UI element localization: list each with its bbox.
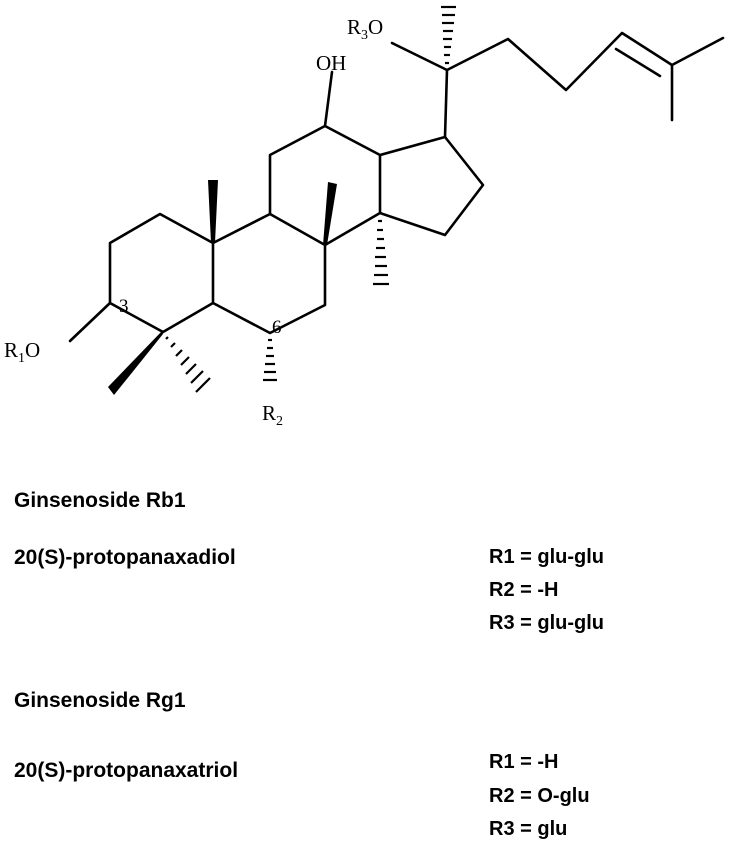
c4-methyl-hash [165, 336, 211, 393]
oh-label: OH [316, 51, 346, 75]
side-chain-double-bond [614, 47, 662, 78]
r1o-label: R1O [4, 338, 40, 366]
c20-methyl-hash [441, 5, 456, 65]
position-6-label: 6 [272, 317, 282, 338]
ring-c [268, 124, 382, 247]
side-chain [445, 31, 674, 92]
compound-1-r1: R1 = glu-glu [489, 546, 604, 568]
compound-1-r3: R3 = glu-glu [489, 612, 604, 634]
skeleton-bonds [68, 31, 725, 343]
terminal-methyl-a [670, 36, 725, 67]
c17-c20-bond [443, 68, 449, 139]
c20-o-bond [390, 41, 449, 72]
compound-2-r2: R2 = O-glu [489, 785, 590, 807]
c4-methyl-wedge [108, 330, 163, 395]
compound-2-r3: R3 = glu [489, 818, 568, 840]
r2-label: R2 [262, 401, 283, 429]
c8-methyl-wedge [323, 182, 337, 245]
ring-b [211, 212, 327, 335]
c12-oh-bond [323, 70, 334, 128]
compound-1-name: Ginsenoside Rb1 [14, 489, 186, 512]
stereo-bonds [108, 5, 456, 395]
c10-methyl-wedge [208, 180, 218, 243]
compound-1-aglycone: 20(S)-protopanaxadiol [14, 546, 236, 569]
c14-methyl-hash [373, 219, 389, 286]
compound-2-name: Ginsenoside Rg1 [14, 689, 186, 712]
compound-2-aglycone: 20(S)-protopanaxatriol [14, 759, 239, 782]
c6-substituent-hash [263, 338, 277, 382]
position-3-label: 3 [119, 296, 129, 317]
chemical-structure-diagram: R1O R2 R3O OH 3 6 [4, 5, 725, 429]
ring-d [378, 135, 485, 237]
compound-2-r1: R1 = -H [489, 751, 559, 773]
c3-o-bond [68, 301, 112, 343]
r3o-label: R3O [347, 15, 383, 43]
compound-1-r2: R2 = -H [489, 579, 559, 601]
